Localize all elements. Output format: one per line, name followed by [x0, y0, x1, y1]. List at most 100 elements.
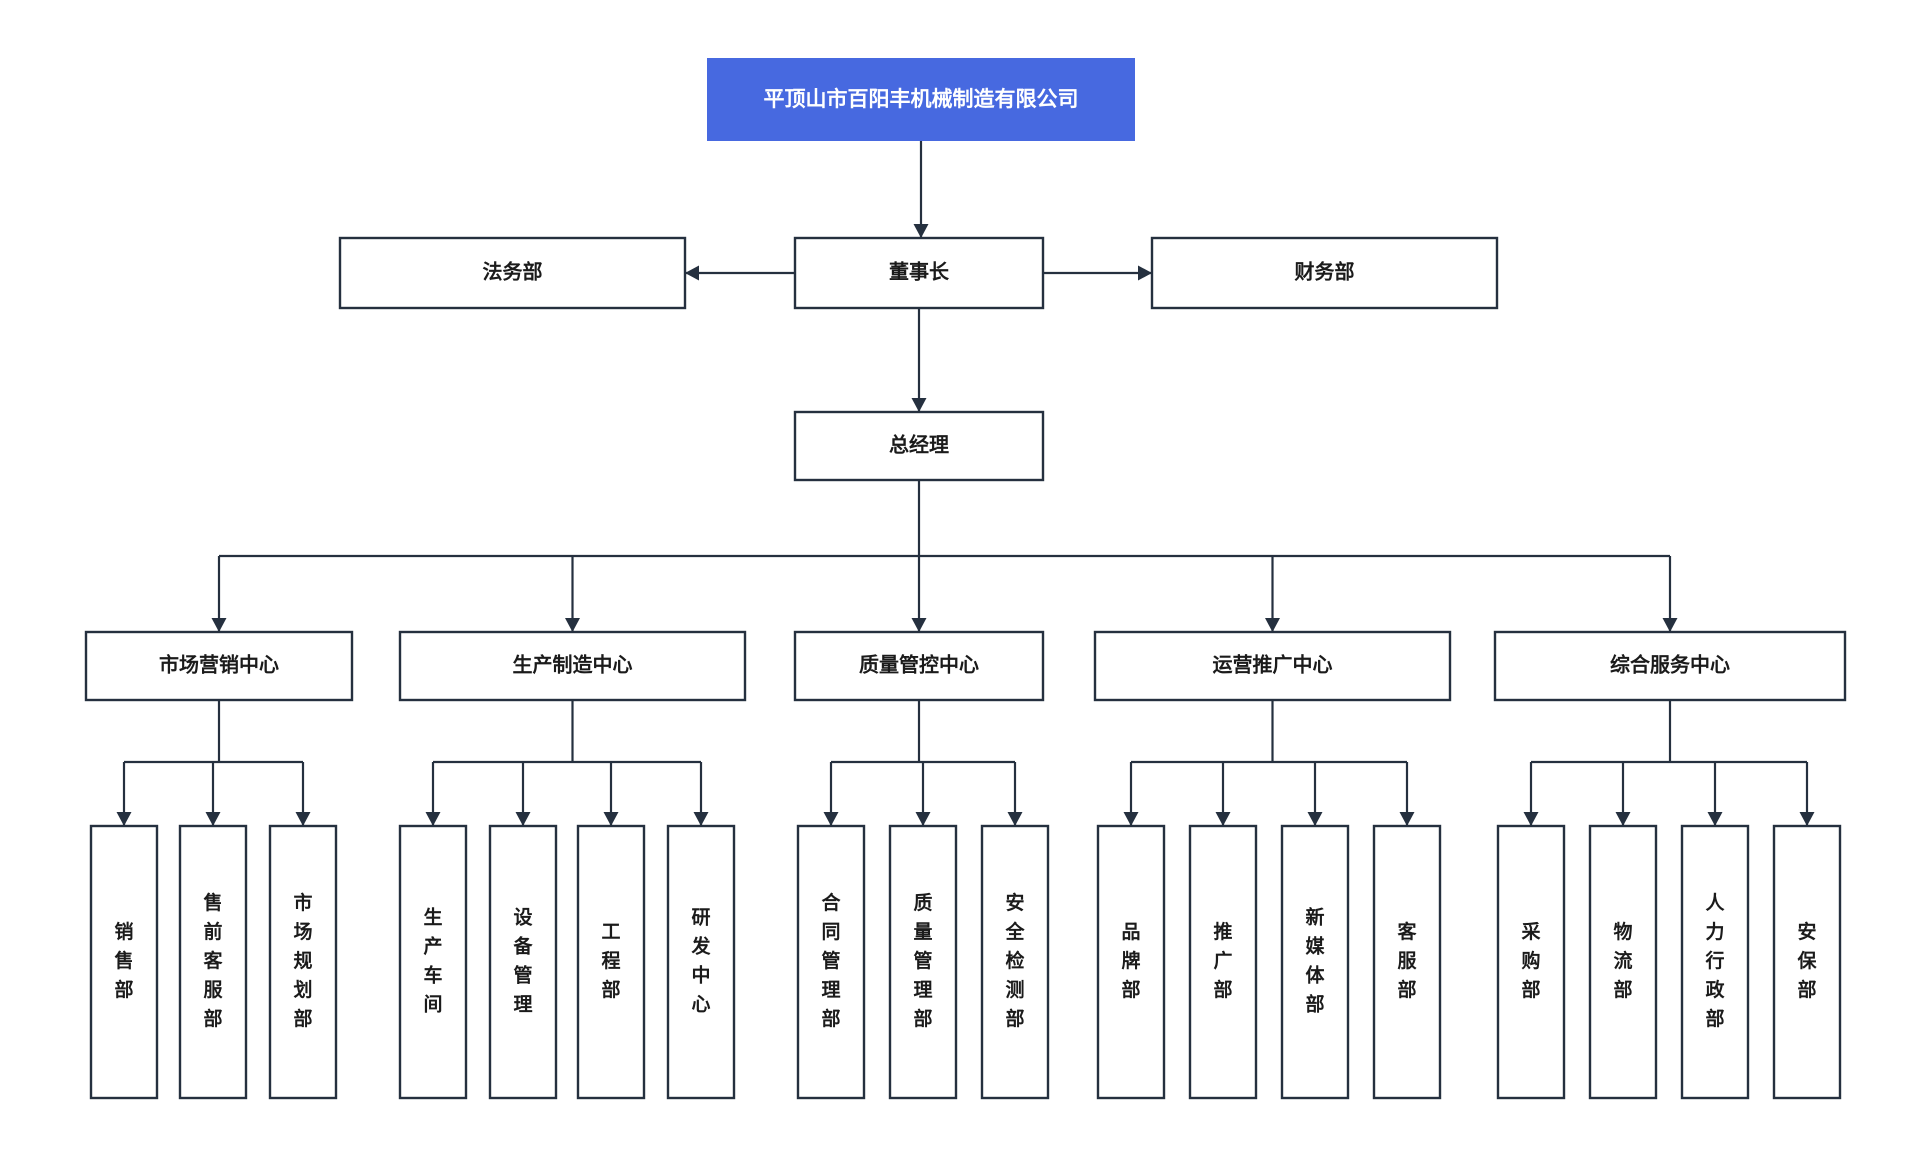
svg-text:规: 规: [293, 949, 312, 972]
svg-text:行: 行: [1704, 949, 1724, 972]
svg-text:质: 质: [913, 892, 932, 914]
node-label-leaf-4-2: 推广部: [1213, 920, 1232, 1001]
arrow-bus-to-center-4: [1265, 618, 1280, 632]
arrow-subbus-to-leaf-1-2: [205, 812, 221, 826]
svg-text:部: 部: [203, 1007, 222, 1030]
node-box-leaf-5-4[interactable]: [1772, 824, 1842, 1100]
node-label-center-5: 综合服务中心: [1610, 652, 1730, 676]
node-label-chairman: 董事长: [889, 259, 950, 283]
svg-text:生: 生: [423, 906, 442, 929]
node-box-leaf-1-3[interactable]: [268, 824, 338, 1100]
svg-text:部: 部: [1705, 1007, 1724, 1030]
node-box-leaf-3-1[interactable]: [796, 824, 866, 1100]
node-box-general-manager[interactable]: [793, 410, 1045, 482]
node-box-leaf-1-1[interactable]: [89, 824, 159, 1100]
arrow-bus-to-center-5: [1662, 618, 1678, 632]
svg-text:部: 部: [1797, 978, 1816, 1001]
node-label-center-1: 市场营销中心: [159, 652, 279, 676]
svg-text:销: 销: [114, 920, 133, 943]
node-box-leaf-2-2[interactable]: [488, 824, 558, 1100]
svg-text:售: 售: [202, 891, 222, 914]
svg-text:工: 工: [601, 922, 620, 943]
node-box-leaf-4-4[interactable]: [1372, 824, 1442, 1100]
node-box-leaf-2-1[interactable]: [398, 824, 468, 1100]
arrow-subbus-to-leaf-2-2: [515, 812, 531, 826]
node-box-leaf-4-1[interactable]: [1096, 824, 1166, 1100]
svg-text:客: 客: [1397, 920, 1417, 943]
svg-text:全: 全: [1004, 920, 1025, 943]
node-box-center-1[interactable]: [84, 630, 354, 702]
svg-text:新: 新: [1305, 906, 1324, 929]
svg-text:车: 车: [423, 964, 442, 987]
node-box-leaf-4-2[interactable]: [1188, 824, 1258, 1100]
connector-layer: [116, 141, 1815, 826]
svg-text:部: 部: [1521, 978, 1540, 1001]
svg-text:推: 推: [1213, 920, 1232, 943]
node-box-leaf-3-3[interactable]: [980, 824, 1050, 1100]
svg-text:量: 量: [913, 921, 932, 943]
node-box-center-2[interactable]: [398, 630, 747, 702]
svg-text:间: 间: [423, 994, 442, 1016]
node-box-chairman[interactable]: [793, 236, 1045, 310]
node-box-leaf-2-4[interactable]: [666, 824, 736, 1100]
svg-text:研: 研: [691, 908, 710, 929]
svg-text:理: 理: [821, 979, 840, 1001]
svg-text:安: 安: [1005, 891, 1024, 914]
svg-text:购: 购: [1521, 949, 1540, 972]
svg-text:检: 检: [1005, 949, 1024, 972]
svg-text:管: 管: [821, 949, 840, 972]
svg-text:政: 政: [1705, 978, 1725, 1001]
svg-text:部: 部: [1397, 978, 1416, 1001]
svg-text:部: 部: [1121, 978, 1140, 1001]
node-label-leaf-4-4: 客服部: [1397, 920, 1417, 1001]
svg-text:服: 服: [203, 979, 223, 1001]
node-box-leaf-3-2[interactable]: [888, 824, 958, 1100]
svg-text:程: 程: [601, 950, 620, 972]
node-label-leaf-4-1: 品牌部: [1121, 921, 1140, 1001]
arrow-chairman-to-finance: [1138, 265, 1152, 281]
node-box-leaf-5-1[interactable]: [1496, 824, 1566, 1100]
svg-text:产: 产: [423, 935, 442, 958]
svg-text:牌: 牌: [1121, 949, 1140, 972]
node-box-center-5[interactable]: [1493, 630, 1847, 702]
node-box-leaf-2-3[interactable]: [576, 824, 646, 1100]
arrow-subbus-to-leaf-1-1: [116, 812, 132, 826]
node-box-finance-dept[interactable]: [1150, 236, 1499, 310]
node-box-center-3[interactable]: [793, 630, 1045, 702]
arrow-subbus-to-leaf-3-1: [823, 812, 839, 826]
node-box-center-4[interactable]: [1093, 630, 1452, 702]
svg-text:售: 售: [113, 949, 133, 972]
node-label-leaf-5-2: 物流部: [1613, 920, 1632, 1001]
svg-text:合: 合: [821, 891, 841, 914]
root-node-box[interactable]: [707, 58, 1135, 141]
svg-text:安: 安: [1797, 920, 1816, 943]
arrow-bus-to-center-1: [211, 618, 227, 632]
node-label-center-4: 运营推广中心: [1213, 652, 1333, 676]
svg-text:测: 测: [1005, 979, 1024, 1001]
svg-text:流: 流: [1613, 949, 1632, 972]
svg-text:部: 部: [1305, 993, 1324, 1016]
node-box-legal-dept[interactable]: [338, 236, 687, 310]
node-box-leaf-1-2[interactable]: [178, 824, 248, 1100]
arrow-root-to-chairman: [913, 224, 929, 238]
svg-text:理: 理: [913, 979, 932, 1001]
node-box-leaf-5-3[interactable]: [1680, 824, 1750, 1100]
node-box-leaf-5-2[interactable]: [1588, 824, 1658, 1100]
arrow-subbus-to-leaf-4-3: [1307, 812, 1323, 826]
arrow-subbus-to-leaf-5-4: [1799, 812, 1815, 826]
svg-text:同: 同: [821, 922, 840, 943]
node-box-leaf-4-3[interactable]: [1280, 824, 1350, 1100]
svg-text:体: 体: [1305, 964, 1325, 987]
svg-text:发: 发: [690, 935, 711, 958]
svg-text:服: 服: [1397, 950, 1417, 972]
svg-text:媒: 媒: [1305, 936, 1325, 958]
arrow-subbus-to-leaf-2-3: [603, 812, 619, 826]
svg-text:采: 采: [1521, 921, 1540, 943]
arrow-bus-to-center-3: [911, 618, 927, 632]
